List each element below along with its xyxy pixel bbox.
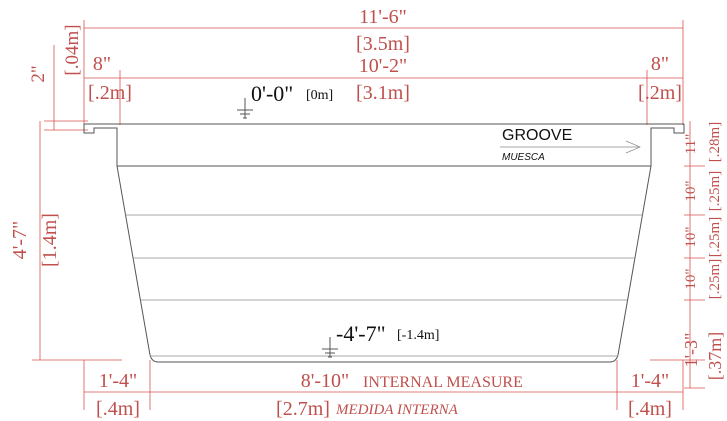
level-marker-top-icon [237, 98, 253, 119]
step-2-imperial: 10" [683, 180, 699, 201]
overall-width-imperial: 11'-6" [359, 6, 407, 28]
rim-height-metric: [.04m] [62, 24, 83, 75]
step-1-metric: [.28m] [707, 122, 723, 162]
bottom-left-offset-imperial: 1'-4" [99, 370, 137, 392]
step-3-imperial: 10" [683, 226, 699, 247]
step-4-imperial: 10" [683, 268, 699, 289]
bottom-left-offset-metric: [.4m] [96, 398, 140, 420]
bottom-level-metric: [-1.4m] [397, 328, 439, 343]
step-5-imperial: 1'-3" [681, 333, 701, 368]
total-depth-imperial: 4'-7" [9, 221, 31, 259]
dimension-lines [32, 20, 705, 410]
step-3-metric: [.25m] [707, 217, 723, 257]
groove-label-spanish: MUESCA [502, 152, 545, 163]
groove-label: GROOVE [502, 127, 572, 144]
inner-width-metric: [3.1m] [356, 82, 410, 104]
level-marker-bottom-icon [322, 337, 338, 358]
step-2-metric: [.25m] [707, 171, 723, 211]
bottom-right-offset-metric: [.4m] [628, 398, 672, 420]
top-level-metric: [0m] [306, 88, 333, 103]
bottom-width-imperial: 8'-10" [301, 370, 349, 392]
internal-measure-label: INTERNAL MEASURE [363, 374, 523, 391]
coping-left-imperial: 8" [93, 53, 111, 75]
inner-width-imperial: 10'-2" [359, 55, 407, 77]
pool-outline [83, 123, 685, 363]
internal-measure-label-spanish: MEDIDA INTERNA [335, 402, 459, 418]
bottom-right-offset-imperial: 1'-4" [631, 370, 669, 392]
bottom-width-metric: [2.7m] [276, 398, 330, 420]
coping-left-metric: [.2m] [88, 82, 132, 104]
step-5-metric: [.37m] [705, 332, 725, 381]
overall-width-metric: [3.5m] [356, 33, 410, 55]
total-depth-metric: [1.4m] [39, 213, 61, 267]
coping-right-imperial: 8" [651, 53, 669, 75]
coping-right-metric: [.2m] [638, 82, 682, 104]
step-1-imperial: 11" [683, 134, 699, 155]
rim-height-imperial: 2" [28, 65, 49, 82]
top-level-value: 0'-0" [251, 81, 293, 106]
bottom-level-value: -4'-7" [336, 321, 386, 346]
step-4-metric: [.25m] [707, 259, 723, 299]
